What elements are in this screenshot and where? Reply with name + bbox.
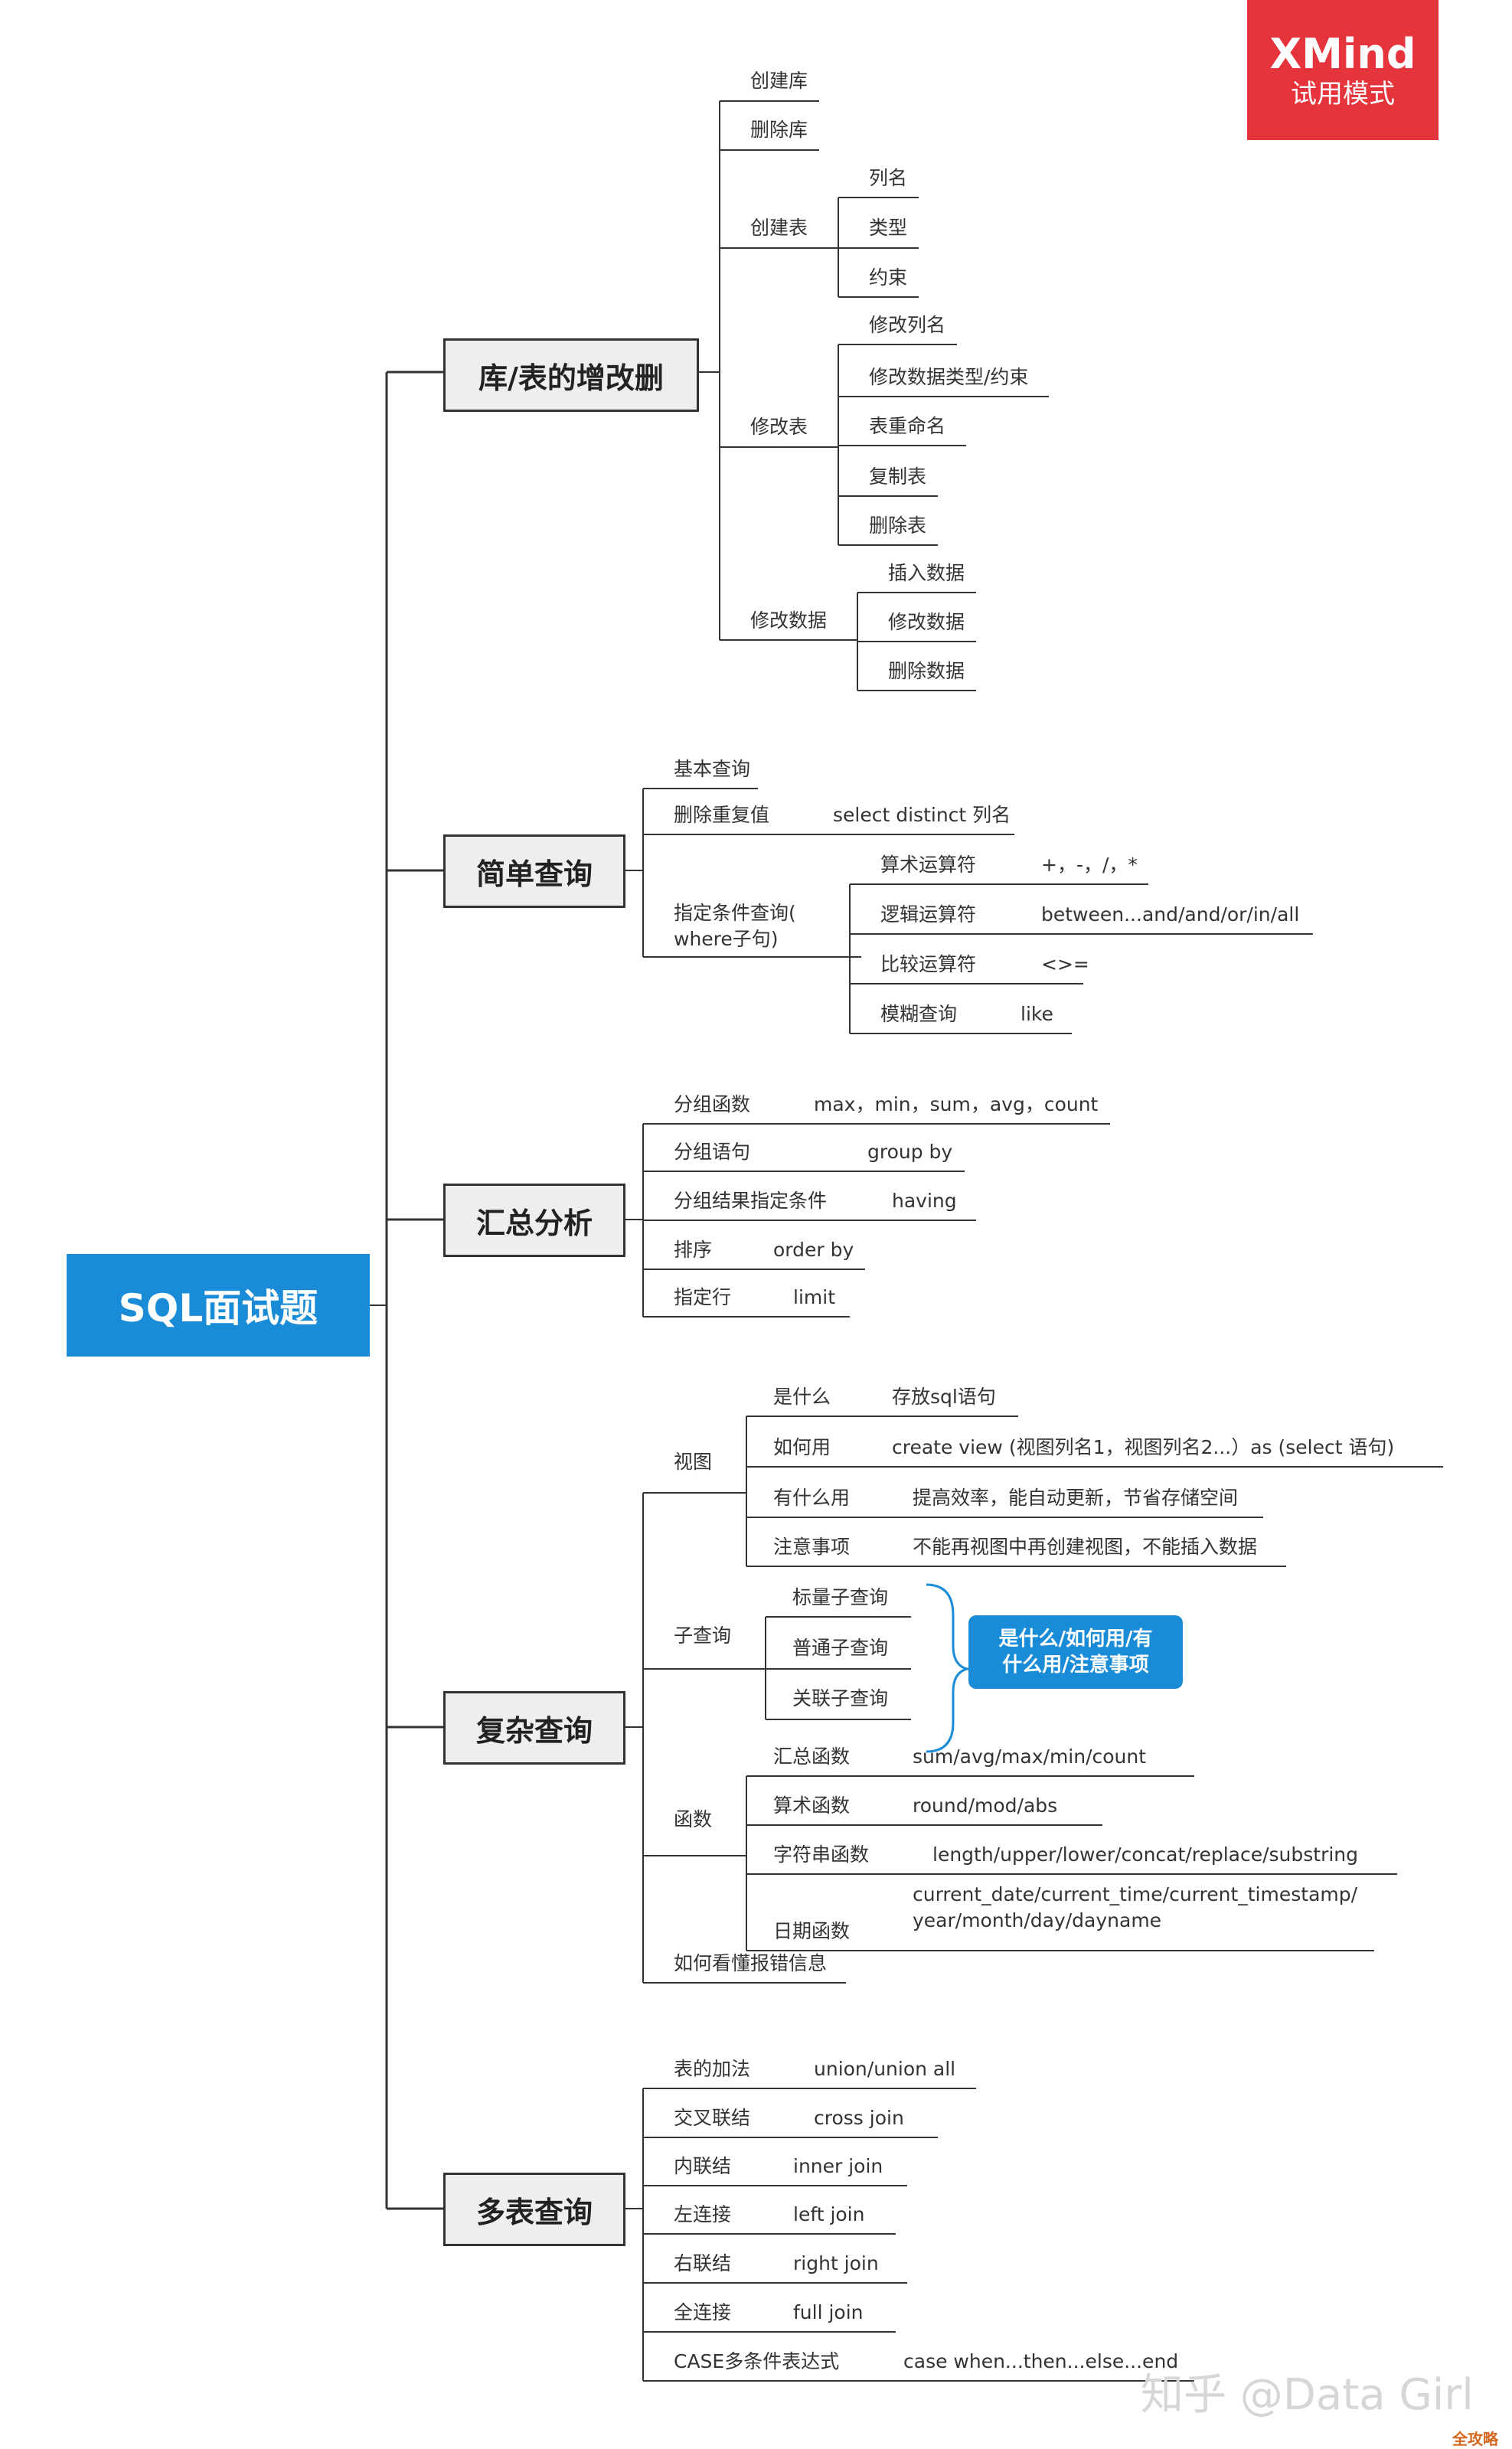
value-full-join: full join — [793, 2301, 864, 2323]
node-right-join[interactable]: 右联结 — [674, 2252, 732, 2274]
value-select-distinct: select distinct 列名 — [833, 804, 1011, 826]
node-where-clause[interactable]: 指定条件查询( where子句) — [674, 902, 796, 950]
node-table-union[interactable]: 表的加法 — [674, 2058, 751, 2080]
node-group-condition[interactable]: 分组结果指定条件 — [674, 1190, 828, 1212]
node-constraint[interactable]: 约束 — [869, 266, 908, 289]
node-view-how[interactable]: 如何用 — [773, 1436, 831, 1458]
value-view-notes: 不能再视图中再创建视图，不能插入数据 — [913, 1536, 1258, 1558]
value-view-what: 存放sql语句 — [892, 1386, 996, 1408]
value-date-functions: current_date/current_time/current_timest… — [913, 1883, 1358, 1931]
callout-line-2: 什么用/注意事项 — [1002, 1654, 1149, 1677]
node-rename-column[interactable]: 修改列名 — [869, 314, 946, 336]
node-view-what[interactable]: 是什么 — [773, 1386, 831, 1408]
node-full-join[interactable]: 全连接 — [674, 2301, 732, 2323]
value-view-how: create view (视图列名1，视图列名2...）as (select 语… — [892, 1436, 1395, 1458]
node-date-functions[interactable]: 日期函数 — [773, 1920, 851, 1942]
value-comparison-operators: <>= — [1041, 953, 1089, 975]
value-inner-join: inner join — [793, 2155, 883, 2177]
node-subquery[interactable]: 子查询 — [674, 1625, 732, 1647]
value-case-expression: case when...then...else...end — [903, 2350, 1179, 2372]
node-copy-table[interactable]: 复制表 — [869, 465, 927, 488]
value-order-by: order by — [773, 1239, 854, 1261]
value-logical-operators: between...and/and/or/in/all — [1041, 903, 1300, 926]
node-arithmetic-functions[interactable]: 算术函数 — [773, 1794, 851, 1817]
value-like: like — [1021, 1003, 1053, 1025]
root-node[interactable]: SQL面试题 — [67, 1254, 370, 1357]
branch-node-aggregation[interactable]: 汇总分析 — [443, 1184, 625, 1257]
node-remove-duplicates[interactable]: 删除重复值 — [674, 804, 770, 826]
node-view-notes[interactable]: 注意事项 — [773, 1536, 851, 1558]
branch-node-db-table-crud[interactable]: 库/表的增改删 — [443, 338, 699, 412]
node-case-expression[interactable]: CASE多条件表达式 — [674, 2350, 840, 2372]
node-group-statement[interactable]: 分组语句 — [674, 1141, 751, 1163]
node-aggregate-functions[interactable]: 分组函数 — [674, 1093, 751, 1115]
node-insert-data[interactable]: 插入数据 — [888, 562, 965, 584]
node-string-functions[interactable]: 字符串函数 — [773, 1843, 870, 1866]
node-summary-functions[interactable]: 汇总函数 — [773, 1745, 851, 1768]
zhihu-watermark: 知乎 @Data Girl — [1141, 2370, 1474, 2420]
value-left-join: left join — [793, 2203, 865, 2225]
node-scalar-subquery[interactable]: 标量子查询 — [792, 1586, 889, 1608]
value-having: having — [892, 1190, 957, 1212]
node-correlated-subquery[interactable]: 关联子查询 — [792, 1687, 889, 1709]
node-cross-join[interactable]: 交叉联结 — [674, 2107, 751, 2129]
trial-mode-text: 试用模式 — [1291, 78, 1395, 109]
node-basic-query[interactable]: 基本查询 — [674, 758, 751, 780]
node-delete-data[interactable]: 删除数据 — [888, 660, 965, 682]
node-arithmetic-operators[interactable]: 算术运算符 — [880, 854, 977, 876]
node-error-messages[interactable]: 如何看懂报错信息 — [674, 1952, 828, 1974]
node-column-name[interactable]: 列名 — [869, 167, 908, 189]
value-aggregate-functions: max，min，sum，avg，count — [814, 1093, 1099, 1115]
value-cross-join: cross join — [814, 2107, 904, 2129]
node-create-table[interactable]: 创建表 — [750, 217, 808, 239]
value-union: union/union all — [814, 2058, 956, 2080]
value-limit: limit — [793, 1286, 835, 1308]
value-right-join: right join — [793, 2252, 879, 2274]
node-column-type[interactable]: 类型 — [869, 217, 908, 239]
xmind-trial-badge: XMind 试用模式 — [1247, 0, 1439, 140]
value-arithmetic-functions: round/mod/abs — [913, 1794, 1058, 1817]
value-summary-functions: sum/avg/max/min/count — [913, 1745, 1147, 1768]
value-arithmetic-operators: +，-，/，* — [1041, 854, 1138, 876]
node-fuzzy-query[interactable]: 模糊查询 — [880, 1003, 958, 1025]
node-logical-operators[interactable]: 逻辑运算符 — [880, 903, 977, 926]
branch-node-multi-table-query[interactable]: 多表查询 — [443, 2173, 625, 2246]
callout-line-1: 是什么/如何用/有 — [998, 1628, 1153, 1651]
node-update-data[interactable]: 修改数据 — [888, 611, 965, 633]
value-group-by: group by — [867, 1141, 953, 1163]
node-view[interactable]: 视图 — [674, 1451, 713, 1473]
branch-node-simple-query[interactable]: 简单查询 — [443, 834, 625, 908]
node-sorting[interactable]: 排序 — [674, 1239, 713, 1261]
node-create-database[interactable]: 创建库 — [750, 70, 808, 92]
value-view-usage: 提高效率，能自动更新，节省存储空间 — [913, 1487, 1239, 1509]
corner-site-mark: 全攻略 — [1452, 2430, 1498, 2448]
node-normal-subquery[interactable]: 普通子查询 — [792, 1637, 889, 1659]
node-inner-join[interactable]: 内联结 — [674, 2155, 732, 2177]
b4-brace — [926, 1583, 972, 1753]
subquery-callout[interactable]: 是什么/如何用/有 什么用/注意事项 — [968, 1615, 1183, 1689]
node-functions[interactable]: 函数 — [674, 1808, 713, 1830]
node-drop-database[interactable]: 删除库 — [750, 119, 808, 141]
node-view-usage[interactable]: 有什么用 — [773, 1487, 851, 1509]
node-rename-table[interactable]: 表重命名 — [869, 415, 946, 437]
node-alter-datatype[interactable]: 修改数据类型/约束 — [869, 366, 1029, 388]
value-string-functions: length/upper/lower/concat/replace/substr… — [932, 1843, 1359, 1866]
xmind-logo-text: XMind — [1269, 29, 1416, 78]
branch-node-complex-query[interactable]: 复杂查询 — [443, 1691, 625, 1765]
node-specify-rows[interactable]: 指定行 — [674, 1286, 732, 1308]
node-comparison-operators[interactable]: 比较运算符 — [880, 953, 977, 975]
node-left-join[interactable]: 左连接 — [674, 2203, 732, 2225]
node-alter-table[interactable]: 修改表 — [750, 416, 808, 438]
node-drop-table[interactable]: 删除表 — [869, 514, 927, 537]
node-modify-data[interactable]: 修改数据 — [750, 609, 828, 632]
